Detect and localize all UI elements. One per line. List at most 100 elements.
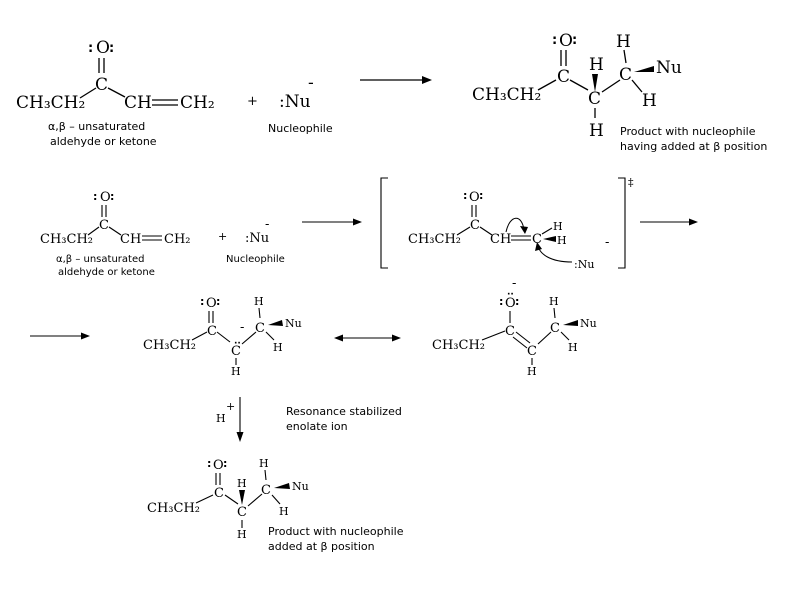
nucleophile-reagent: :Nu [574,258,594,271]
enolate-carbanion: : O : C CH₃CH₂ C ·· - H C H Nu H [143,295,302,378]
overview-product: : O : C CH₃CH₂ C H H C H Nu H Product wi… [472,31,767,153]
carbonyl-carbon: C [470,218,480,233]
resonance-label-line1: Resonance stabilized [286,405,402,418]
nucleophile-label: Nucleophile [268,122,333,135]
alpha-h-top: H [237,477,247,490]
beta-h-top: H [553,220,563,233]
beta-ch2: CH₂ [164,232,191,247]
alpha-ch: CH [124,93,152,113]
nucleophile-reagent: :Nu [245,231,269,246]
enolate-oxyanion: - : O ·· : C CH₃CH₂ C H C H Nu H [432,276,597,378]
lone-pair-right: : [109,41,114,56]
plus-sign: + [218,230,227,243]
plus-sign: + [247,94,258,109]
product-label-line1: Product with nucleophile [620,125,756,138]
enolate-carbon: C [505,324,515,339]
ethyl-group: CH₃CH₂ [472,85,541,105]
carbonyl-oxygen: O [559,31,573,51]
transition-state: ‡ : O : C CH₃CH₂ CH C H H :Nu - [380,176,634,271]
negative-charge: - [512,276,516,291]
resonance-arrow [334,334,401,342]
final-label-line2: added at β position [268,540,375,553]
nucleophile-group: Nu [292,480,309,493]
carbonyl-carbon: C [557,67,570,87]
alpha-ch: CH [120,232,141,247]
carbonyl-oxygen: O [213,458,224,473]
lone-pair-right: : [216,295,220,308]
beta-h-right: H [273,341,283,354]
alpha-h-bottom: H [589,121,604,141]
carbonyl-oxygen: O [469,190,480,205]
alpha-carbon: C [237,505,247,520]
nucleophile-group: Nu [285,317,302,330]
alpha-h-bottom: H [237,528,247,541]
substrate-label-line1: α,β – unsaturated [48,120,145,133]
mechanism-arrow-2 [640,218,698,226]
final-product: : O : C CH₃CH₂ C H H C H Nu H Product wi… [147,457,404,553]
ethyl-group: CH₃CH₂ [143,338,196,353]
overview-nucleophile: :Nu - Nucleophile [268,73,333,135]
transition-state-symbol: ‡ [628,176,634,189]
proton-reagent: H [216,412,226,425]
carbonyl-oxygen: O [206,296,217,311]
oxygen-top-lone-pair: ·· [507,290,514,300]
beta-h-top: H [616,32,631,52]
lone-pair-right: : [572,33,577,48]
beta-h-top: H [549,295,559,308]
beta-h-bottom: H [557,234,567,247]
negative-charge: - [265,217,269,232]
beta-h-right: H [642,91,657,111]
beta-carbon: C [261,483,271,498]
alpha-h-top: H [589,55,604,75]
substrate-label-line2: aldehyde or ketone [50,135,157,148]
carbanion-lone-pair: ·· [234,339,241,349]
beta-h-top: H [259,457,269,470]
lone-pair-right: : [515,295,519,308]
beta-carbon: C [255,321,265,336]
beta-carbon: C [550,321,560,336]
beta-h-top: H [254,295,264,308]
nucleophile-reagent: :Nu [279,92,311,112]
overview-substrate: : O : C CH₃CH₂ CH CH₂ α,β – unsaturated … [16,38,215,148]
alpha-carbanion: C [231,344,241,359]
nucleophile-group: Nu [656,58,682,78]
beta-h-right: H [279,505,289,518]
lone-pair-right: : [479,189,483,202]
lone-pair-left: : [552,33,557,48]
lone-pair-left: : [200,295,204,308]
ethyl-group: CH₃CH₂ [40,232,93,247]
alpha-carbon: C [527,344,537,359]
lone-pair-left: : [88,41,93,56]
negative-charge: - [308,73,314,93]
beta-ch2: CH₂ [180,93,215,113]
negative-charge: - [605,235,609,250]
lone-pair-right: : [110,190,114,203]
mechanism-arrow-1 [302,218,362,226]
carbonyl-carbon: C [99,218,109,233]
lone-pair-left: : [93,190,97,203]
carbonyl-oxygen: O [96,38,110,58]
ethyl-group: CH₃CH₂ [408,232,461,247]
carbonyl-carbon: C [207,324,217,339]
alpha-carbon: C [588,89,601,109]
substrate-label-line1: α,β – unsaturated [56,254,144,265]
lone-pair-left: : [499,295,503,308]
ethyl-group: CH₃CH₂ [16,93,85,113]
overview-arrow [360,76,432,84]
proton-charge: + [226,400,235,413]
resonance-label-line2: enolate ion [286,420,348,433]
ethyl-group: CH₃CH₂ [147,501,200,516]
nucleophile-label: Nucleophile [226,254,285,265]
mechanism-substrate: : O : C CH₃CH₂ CH CH₂ α,β – unsaturated … [40,190,191,278]
lone-pair-left: : [207,457,211,470]
protonation-step: H + Resonance stabilized enolate ion [216,397,402,442]
negative-charge: - [240,320,244,335]
lone-pair-right: : [223,457,227,470]
beta-carbon: C [619,65,632,85]
carbonyl-carbon: C [95,75,108,95]
carbonyl-carbon: C [214,486,224,501]
nucleophile-group: Nu [580,317,597,330]
lone-pair-left: : [463,189,467,202]
